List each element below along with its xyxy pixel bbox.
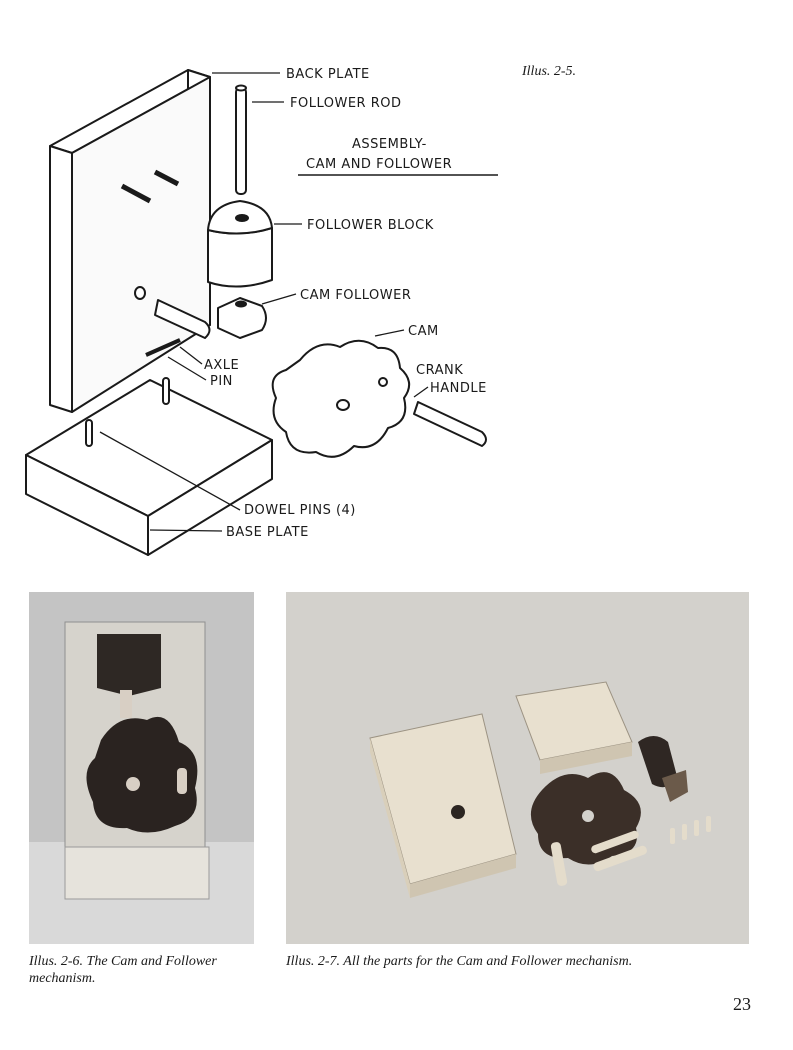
diagram-title-line1: ASSEMBLY- bbox=[352, 137, 427, 152]
base-plate-side bbox=[147, 439, 273, 556]
cam bbox=[271, 339, 411, 458]
label-cam-follower: CAM FOLLOWER bbox=[300, 288, 411, 303]
label-axle: AXLE bbox=[204, 358, 239, 373]
illus-label: Illus. 2-5. bbox=[522, 64, 577, 79]
follower-block bbox=[207, 227, 273, 288]
label-crank: CRANK bbox=[416, 363, 463, 378]
diagram-title-line2: CAM AND FOLLOWER bbox=[306, 157, 452, 172]
axle bbox=[154, 299, 211, 339]
label-handle: HANDLE bbox=[430, 381, 487, 396]
assembly-diagram: BACK PLATE FOLLOWER ROD ASSEMBLY- CAM AN… bbox=[25, 67, 498, 556]
caption-illus-2-6: Illus. 2-6. The Cam and Follower mechani… bbox=[29, 954, 217, 986]
photo-assembled-mechanism bbox=[29, 592, 254, 944]
pin bbox=[153, 169, 180, 187]
cam-follower bbox=[217, 297, 267, 339]
caption-illus-2-7: Illus. 2-7. All the parts for the Cam an… bbox=[286, 954, 633, 969]
label-base-plate: BASE PLATE bbox=[226, 525, 309, 540]
dowel-pin bbox=[85, 419, 93, 447]
label-back-plate: BACK PLATE bbox=[286, 67, 370, 82]
label-cam: CAM bbox=[408, 324, 439, 339]
crank-handle bbox=[413, 401, 487, 447]
label-pin: PIN bbox=[210, 374, 233, 389]
label-follower-rod: FOLLOWER ROD bbox=[290, 96, 401, 111]
photo-all-parts bbox=[286, 592, 749, 944]
follower-rod bbox=[235, 87, 247, 195]
back-plate-edge bbox=[49, 145, 73, 413]
label-dowel-pins: DOWEL PINS (4) bbox=[244, 503, 356, 518]
page-number: 23 bbox=[733, 994, 751, 1014]
back-plate-face bbox=[71, 76, 211, 413]
label-follower-block: FOLLOWER BLOCK bbox=[307, 218, 434, 233]
